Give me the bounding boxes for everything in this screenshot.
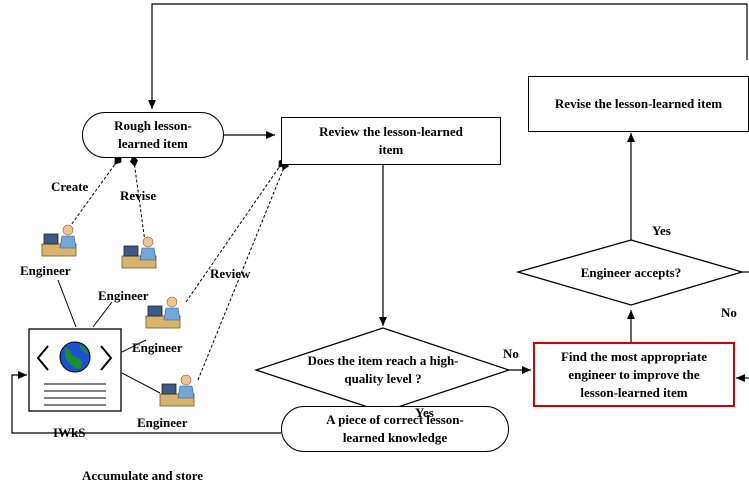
engineer-icon-3 bbox=[145, 296, 181, 329]
link-engineer1-iwks bbox=[57, 279, 77, 328]
node-rough-item: Rough lesson- learned item bbox=[82, 112, 224, 158]
decision-quality-label: Does the item reach a high- quality leve… bbox=[307, 353, 459, 386]
edge-accumulate-store bbox=[11, 371, 281, 434]
iwks-label: IWkS bbox=[53, 425, 86, 440]
node-revise-item: Revise the lesson-learned item bbox=[528, 76, 749, 132]
decision-accepts-label: Engineer accepts? bbox=[580, 265, 682, 280]
engineer-label-4: Engineer bbox=[137, 415, 188, 430]
label-yes-accepts: Yes bbox=[652, 223, 671, 238]
node-find-engineer: Find the most appropriate engineer to im… bbox=[533, 342, 735, 407]
link-engineer3-iwks bbox=[121, 339, 147, 353]
label-review: Review bbox=[210, 266, 251, 281]
engineer-icon-1 bbox=[41, 224, 77, 257]
engineer-label-2: Engineer bbox=[98, 288, 149, 303]
dashed-review-1 bbox=[185, 158, 286, 303]
label-yes-quality: Yes bbox=[415, 405, 434, 420]
engineer-label-3: Engineer bbox=[132, 340, 183, 355]
engineer-icon-2 bbox=[121, 236, 157, 269]
label-accumulate-store: Accumulate and store bbox=[82, 468, 204, 483]
label-create: Create bbox=[51, 179, 89, 194]
dashed-create bbox=[65, 155, 122, 233]
edge-revise-to-rough bbox=[148, 3, 748, 109]
dashed-revise bbox=[130, 155, 146, 243]
engineer-icon-4 bbox=[159, 374, 195, 407]
label-revise: Revise bbox=[120, 188, 157, 203]
link-engineer2-iwks bbox=[92, 301, 113, 328]
node-review-item: Review the lesson-learned item bbox=[281, 117, 501, 165]
decision-accepts-shape bbox=[515, 239, 745, 306]
engineer-label-1: Engineer bbox=[20, 263, 71, 278]
link-engineer4-iwks bbox=[121, 372, 161, 394]
label-no-accepts: No bbox=[721, 305, 737, 320]
label-no-quality: No bbox=[503, 346, 519, 361]
dashed-review-2 bbox=[197, 159, 289, 381]
iwks-document-icon bbox=[28, 328, 122, 412]
node-correct-knowledge: A piece of correct lesson- learned knowl… bbox=[281, 406, 509, 452]
